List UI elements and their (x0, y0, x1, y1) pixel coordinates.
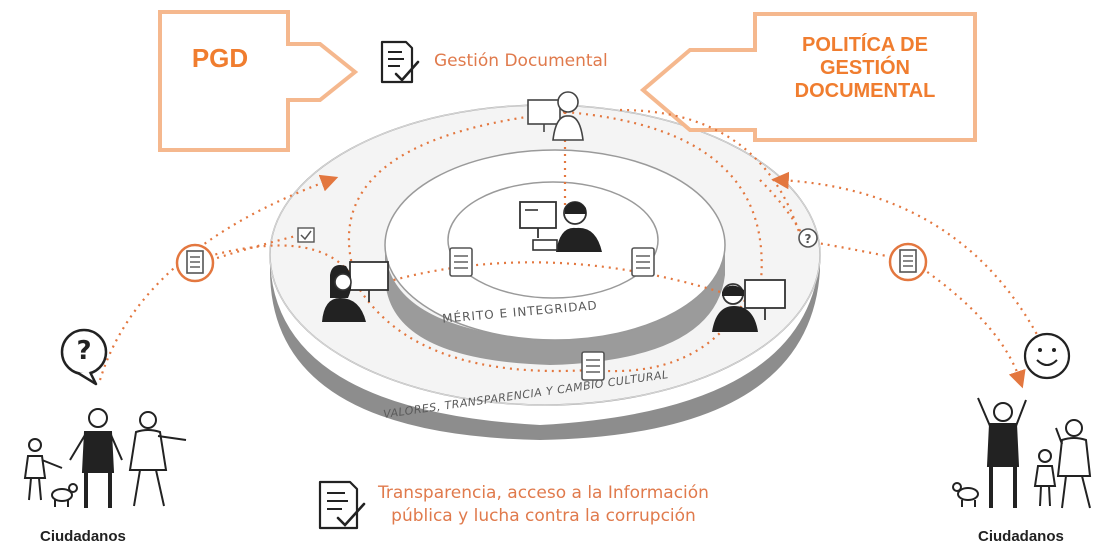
citizens-right-illustration (952, 397, 1092, 509)
document-icon-ring-right (631, 247, 655, 277)
transparencia-line-1: Transparencia, acceso a la Información (378, 483, 709, 503)
policy-line-3: DOCUMENTAL (794, 80, 936, 102)
citizens-left-label: Ciudadanos (40, 528, 126, 545)
citizens-right-label: Ciudadanos (978, 528, 1064, 545)
question-bubble-icon (60, 328, 108, 386)
document-icon-ring-left (449, 247, 473, 277)
document-circle-icon-right (888, 242, 928, 282)
document-icon-ring-bottom (581, 351, 605, 381)
policy-line-2: GESTIÓN (819, 57, 910, 79)
transparencia-label: Transparencia, acceso a la Información p… (378, 482, 709, 528)
worker-computer-icon-right (712, 279, 786, 332)
pgd-callout-arrow (158, 10, 359, 152)
worker-computer-icon-center (519, 201, 602, 252)
document-circle-icon-left (175, 243, 215, 283)
policy-line-1: POLITÍCA DE (802, 34, 928, 56)
citizens-left-illustration (23, 408, 187, 508)
document-check-icon-bottom (318, 480, 366, 530)
policy-callout-label: POLITÍCA DE GESTIÓN DOCUMENTAL (760, 34, 970, 103)
worker-computer-icon-top (527, 91, 584, 141)
worker-computer-icon-left (322, 261, 389, 322)
transparencia-line-2: pública y lucha contra la corrupción (391, 505, 696, 526)
document-check-icon-top (380, 40, 420, 84)
policy-callout-arrow (639, 12, 977, 142)
svg-text:?: ? (805, 232, 812, 246)
gestion-documental-label: Gestión Documental (434, 51, 608, 71)
pgd-callout-label: PGD (191, 43, 249, 73)
question-small-icon: ? (798, 228, 818, 248)
smiley-icon (1023, 332, 1071, 380)
question-mark-symbol: ? (76, 336, 92, 366)
check-note-icon (297, 227, 315, 243)
